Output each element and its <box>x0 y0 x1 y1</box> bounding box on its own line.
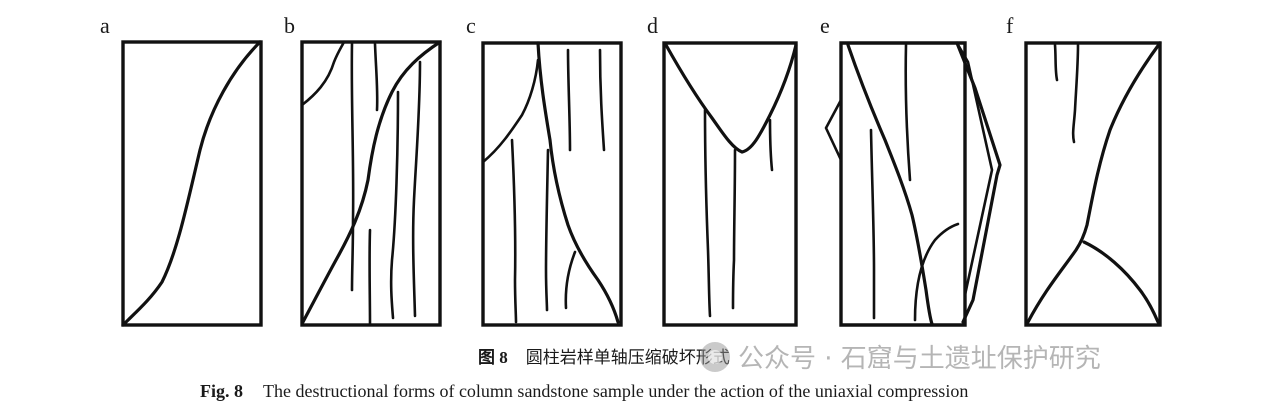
vertical-crack <box>411 60 422 318</box>
caption-text: The destructional forms of column sandst… <box>263 381 969 401</box>
vertical-crack <box>703 108 712 318</box>
figure-caption-english: Fig. 8 The destructional forms of column … <box>200 381 968 402</box>
arc-crack <box>913 222 960 322</box>
panel-c: c <box>466 13 623 327</box>
vertical-crack <box>1071 43 1080 144</box>
specimen-outline <box>839 41 967 327</box>
vertical-crack <box>869 128 876 320</box>
panel-b: b <box>284 13 442 327</box>
vertical-crack <box>566 48 572 152</box>
caption-text: 圆柱岩样单轴压缩破坏形式 <box>525 348 730 368</box>
vertical-crack <box>768 118 774 172</box>
panel-label-a: a <box>100 13 110 38</box>
specimen-outline <box>481 41 623 327</box>
figure-number: 图 8 <box>478 348 508 367</box>
watermark: 公众号 · 石窟与土遗址保护研究 <box>700 338 1101 375</box>
vertical-crack <box>564 250 577 310</box>
panel-d: d <box>647 13 798 327</box>
shear-crack <box>121 40 262 327</box>
vertical-crack <box>731 148 737 310</box>
vertical-crack <box>1053 43 1059 82</box>
wechat-public-account-icon <box>700 341 730 372</box>
vertical-crack <box>389 90 400 320</box>
vertical-crack <box>350 42 355 292</box>
figure-caption-chinese: 图 8 圆柱岩样单轴压缩破坏形式 <box>478 343 730 368</box>
figure-number: Fig. 8 <box>200 381 243 401</box>
branch-crack <box>1082 240 1160 324</box>
shear-crack <box>846 43 934 326</box>
panel-label-b: b <box>284 13 295 38</box>
corner-crack <box>300 40 346 107</box>
watermark-text: 公众号 · 石窟与土遗址保护研究 <box>738 344 1101 374</box>
panel-label-c: c <box>466 13 476 38</box>
panel-e: e <box>820 13 1002 327</box>
vertical-crack <box>510 138 518 324</box>
shear-crack <box>1026 41 1162 324</box>
vertical-crack <box>598 48 606 152</box>
vertical-crack <box>373 42 379 112</box>
panel-f: f <box>1006 13 1162 327</box>
panel-a: a <box>100 13 263 327</box>
spall-right-inner <box>955 41 994 297</box>
cone-crack <box>664 43 798 154</box>
shear-crack <box>536 41 620 324</box>
panel-label-e: e <box>820 13 830 38</box>
panel-label-f: f <box>1006 13 1014 38</box>
shear-crack <box>301 40 442 324</box>
vertical-crack <box>904 43 912 182</box>
specimen-outline <box>662 41 798 327</box>
vertical-crack <box>544 148 550 312</box>
specimen-outline <box>121 40 263 327</box>
branch-crack <box>481 58 540 164</box>
panel-label-d: d <box>647 13 658 38</box>
bulge-left <box>824 98 843 162</box>
specimen-outline <box>1024 41 1162 327</box>
